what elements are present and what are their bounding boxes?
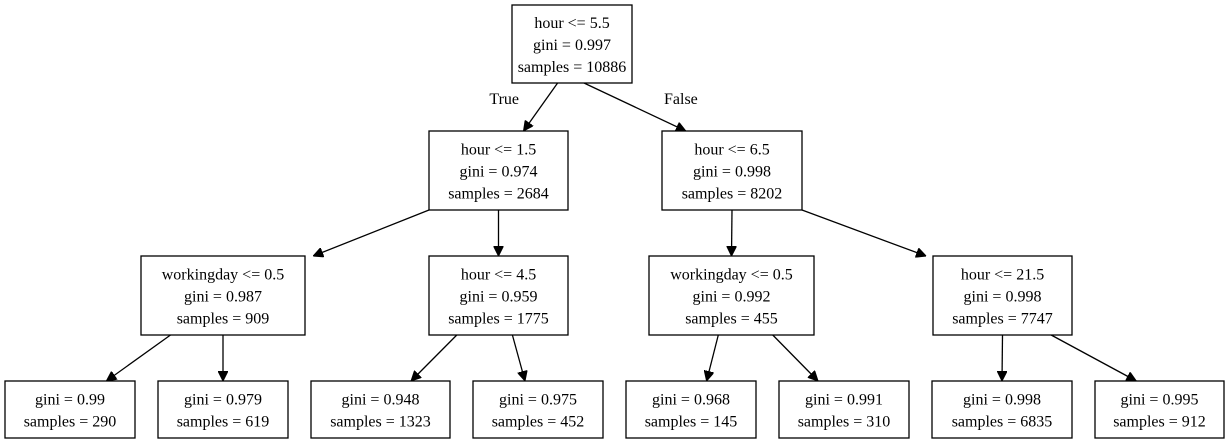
tree-node-n10: gini = 0.975 samples = 452 [472, 380, 604, 439]
node-box [931, 380, 1073, 439]
node-text-line: gini = 0.968 [652, 392, 730, 409]
edges-layer: True False [106, 82, 1136, 382]
node-text-line: samples = 7747 [952, 311, 1053, 328]
tree-node-n6: hour <= 21.5 gini = 0.998 samples = 7747 [932, 255, 1073, 336]
node-text-line: gini = 0.997 [533, 37, 611, 54]
node-text-line: samples = 290 [24, 414, 117, 431]
tree-node-n5: workingday <= 0.5 gini = 0.992 samples = 4… [648, 255, 815, 336]
edge-arrow-n5-n11 [707, 334, 719, 381]
edge-arrow-n4-n9 [411, 334, 458, 381]
node-text-line: samples = 1775 [448, 311, 549, 328]
node-text-line: gini = 0.979 [184, 392, 262, 409]
node-text-line: gini = 0.948 [342, 392, 420, 409]
edge-arrow-n0-n1 [524, 82, 559, 131]
node-box [157, 380, 289, 439]
node-text-line: hour <= 5.5 [534, 15, 609, 32]
node-text-line: gini = 0.998 [964, 289, 1042, 306]
node-text-line: samples = 8202 [682, 186, 783, 203]
edge-arrow-n2-n6 [801, 209, 926, 256]
tree-node-n0: hour <= 5.5 gini = 0.997 samples = 10886 [511, 4, 633, 84]
tree-node-n3: workingday <= 0.5 gini = 0.987 samples = 9… [140, 255, 306, 336]
edge-arrow-n0-n2 [583, 82, 686, 131]
tree-node-n7: gini = 0.99 samples = 290 [4, 380, 136, 439]
edge-label-true: True [489, 91, 519, 108]
tree-node-n13: gini = 0.998 samples = 6835 [931, 380, 1073, 439]
edge-arrow-n4-n10 [511, 334, 525, 381]
node-text-line: samples = 310 [798, 414, 891, 431]
edge-arrow-n2-n5 [732, 209, 733, 256]
tree-node-n4: hour <= 4.5 gini = 0.959 samples = 1775 [428, 255, 569, 336]
node-text-line: samples = 619 [177, 414, 270, 431]
node-text-line: samples = 1323 [330, 414, 431, 431]
node-text-line: gini = 0.995 [1121, 392, 1199, 409]
node-box [428, 130, 569, 211]
node-box [778, 380, 910, 439]
tree-node-n2: hour <= 6.5 gini = 0.998 samples = 8202 [661, 130, 803, 211]
node-box [932, 255, 1073, 336]
node-text-line: gini = 0.99 [35, 392, 105, 409]
node-text-line: samples = 2684 [448, 186, 549, 203]
node-box [310, 380, 451, 439]
node-text-line: samples = 455 [685, 311, 778, 328]
node-text-line: hour <= 21.5 [961, 267, 1044, 284]
node-text-line: hour <= 1.5 [461, 142, 536, 159]
node-text-line: samples = 6835 [952, 414, 1053, 431]
node-text-line: gini = 0.974 [460, 164, 538, 181]
node-box [428, 255, 569, 336]
node-text-line: samples = 10886 [518, 59, 627, 76]
edge-arrow-n6-n14 [1050, 334, 1136, 382]
edge-arrow-n5-n12 [772, 334, 818, 381]
node-text-line: samples = 145 [645, 414, 738, 431]
node-text-line: gini = 0.998 [693, 164, 771, 181]
node-text-line: hour <= 6.5 [694, 142, 769, 159]
edge-arrow-n6-n13 [1002, 334, 1003, 381]
node-box [648, 255, 815, 336]
tree-node-n1: hour <= 1.5 gini = 0.974 samples = 2684 [428, 130, 569, 211]
node-text-line: workingday <= 0.5 [162, 267, 284, 284]
edge-arrow-n3-n7 [106, 334, 171, 381]
node-text-line: workingday <= 0.5 [670, 267, 792, 284]
node-text-line: gini = 0.959 [460, 289, 538, 306]
node-text-line: samples = 912 [1113, 414, 1206, 431]
tree-node-n12: gini = 0.991 samples = 310 [778, 380, 910, 439]
node-box [661, 130, 803, 211]
node-box [625, 380, 757, 439]
node-text-line: gini = 0.987 [184, 289, 262, 306]
node-box [1094, 380, 1225, 439]
tree-node-n14: gini = 0.995 samples = 912 [1094, 380, 1225, 439]
edge-label-false: False [664, 91, 698, 108]
node-text-line: gini = 0.975 [499, 392, 577, 409]
tree-node-n11: gini = 0.968 samples = 145 [625, 380, 757, 439]
node-text-line: gini = 0.998 [963, 392, 1041, 409]
edge-arrow-n1-n3 [313, 209, 430, 256]
node-text-line: samples = 909 [177, 311, 270, 328]
node-text-line: samples = 452 [492, 414, 585, 431]
node-box [4, 380, 136, 439]
tree-node-n9: gini = 0.948 samples = 1323 [310, 380, 451, 439]
node-box [511, 4, 633, 84]
tree-node-n8: gini = 0.979 samples = 619 [157, 380, 289, 439]
node-text-line: gini = 0.991 [805, 392, 883, 409]
node-text-line: hour <= 4.5 [461, 267, 536, 284]
node-box [140, 255, 306, 336]
node-box [472, 380, 604, 439]
node-text-line: gini = 0.992 [693, 289, 771, 306]
